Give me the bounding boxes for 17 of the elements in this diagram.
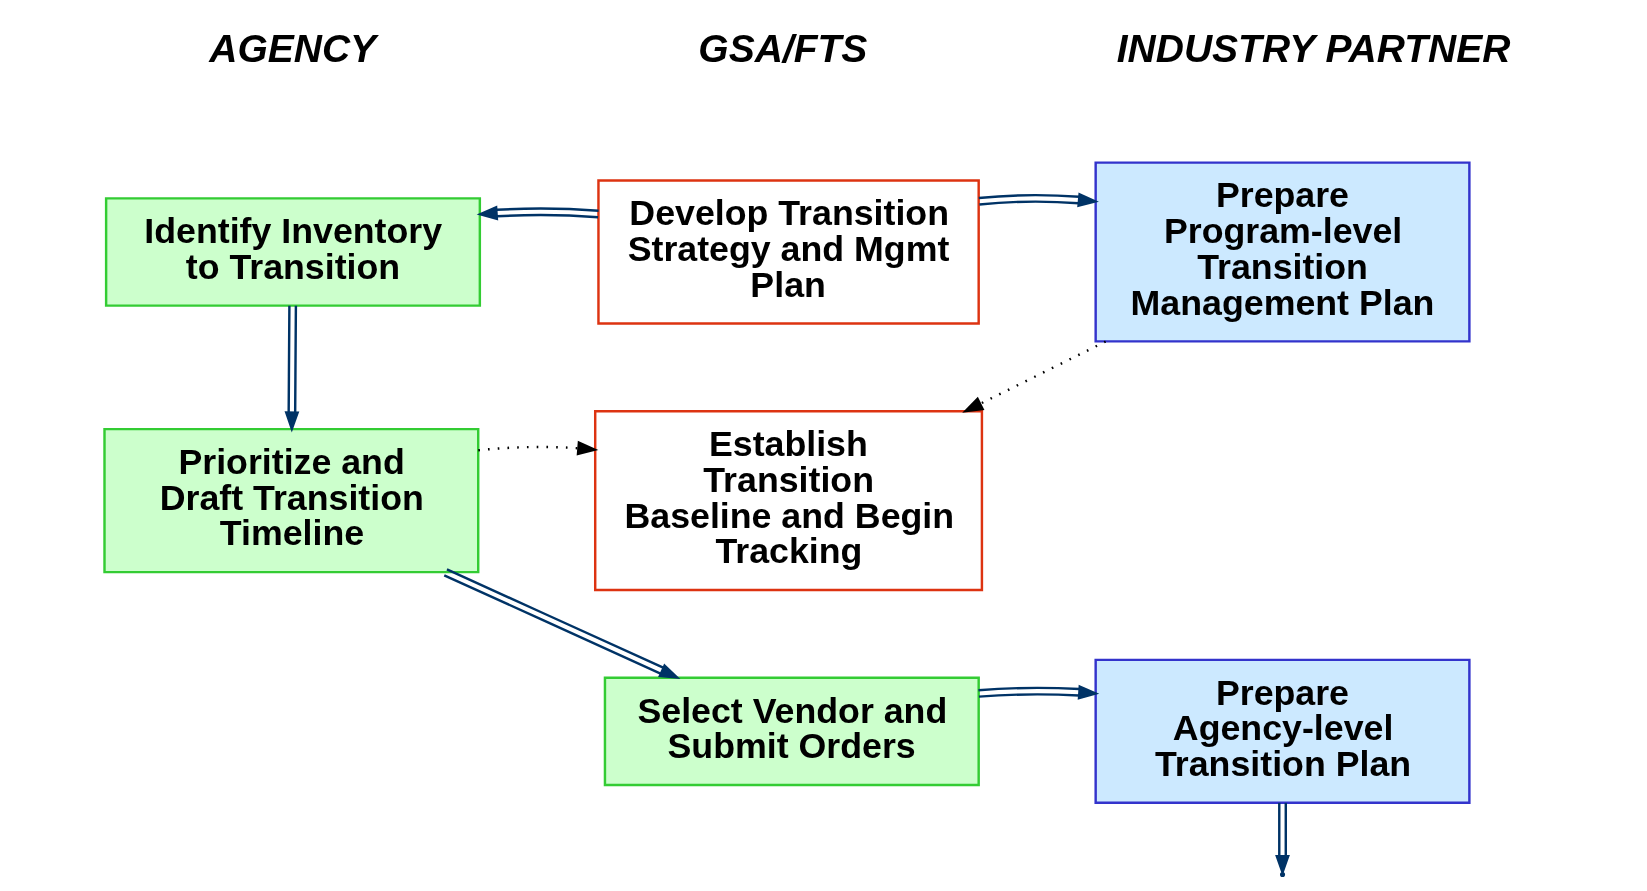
arrow [284,305,300,433]
label: GSA/FTS [698,27,868,71]
node-box: Prepare Program-level Transition Management Plan [1094,161,1471,343]
arrow [443,568,681,680]
node-box: Develop Transition Strategy and Mgmt Plan [597,179,980,325]
node-box: Select Vendor and Submit Orders [603,676,980,787]
label: AGENCY [209,27,377,71]
arrow [476,205,599,221]
arrow [962,340,1107,413]
arrow [478,440,599,456]
node-box: Prioritize and Draft Transition Timeline [103,427,480,574]
node-box: Prepare Agency-level Transition Plan [1094,658,1471,805]
node-box: Identify Inventory to Transition [104,197,482,307]
node-box: Establish Transition Baseline and Begin Tracking [594,410,984,592]
arrow [978,684,1100,700]
arrow [978,192,1099,208]
label: INDUSTRY PARTNER [1116,27,1511,71]
